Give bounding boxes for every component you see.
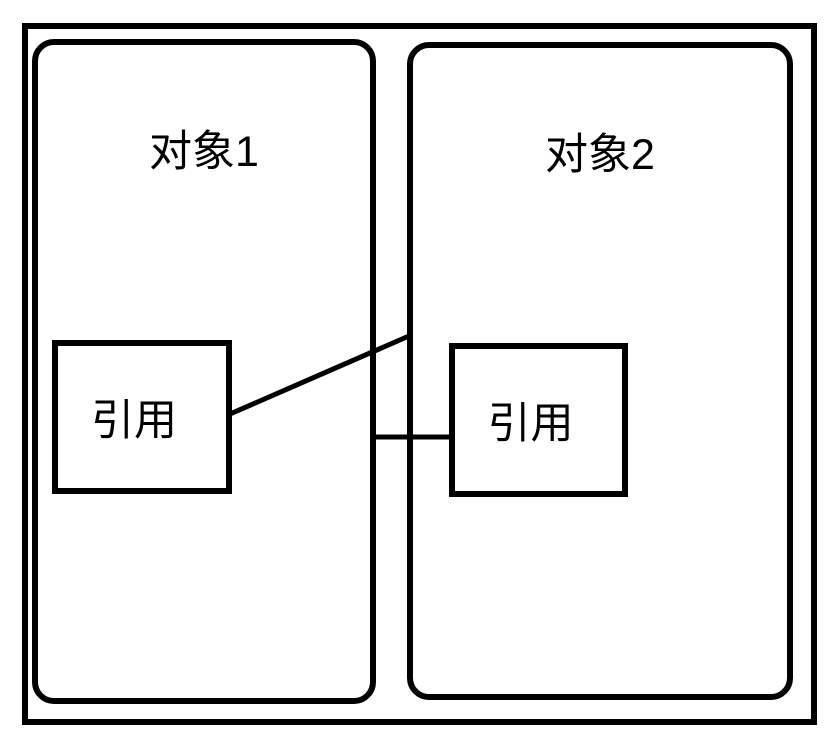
object1-reference-box: 引用 — [52, 340, 232, 494]
outer-frame — [22, 23, 817, 725]
object1-label: 对象1 — [149, 128, 259, 176]
object2-label: 对象2 — [545, 131, 655, 179]
object2-reference-label: 引用 — [487, 400, 574, 448]
object2-reference-box: 引用 — [449, 343, 628, 497]
object1-reference-label: 引用 — [91, 397, 177, 445]
